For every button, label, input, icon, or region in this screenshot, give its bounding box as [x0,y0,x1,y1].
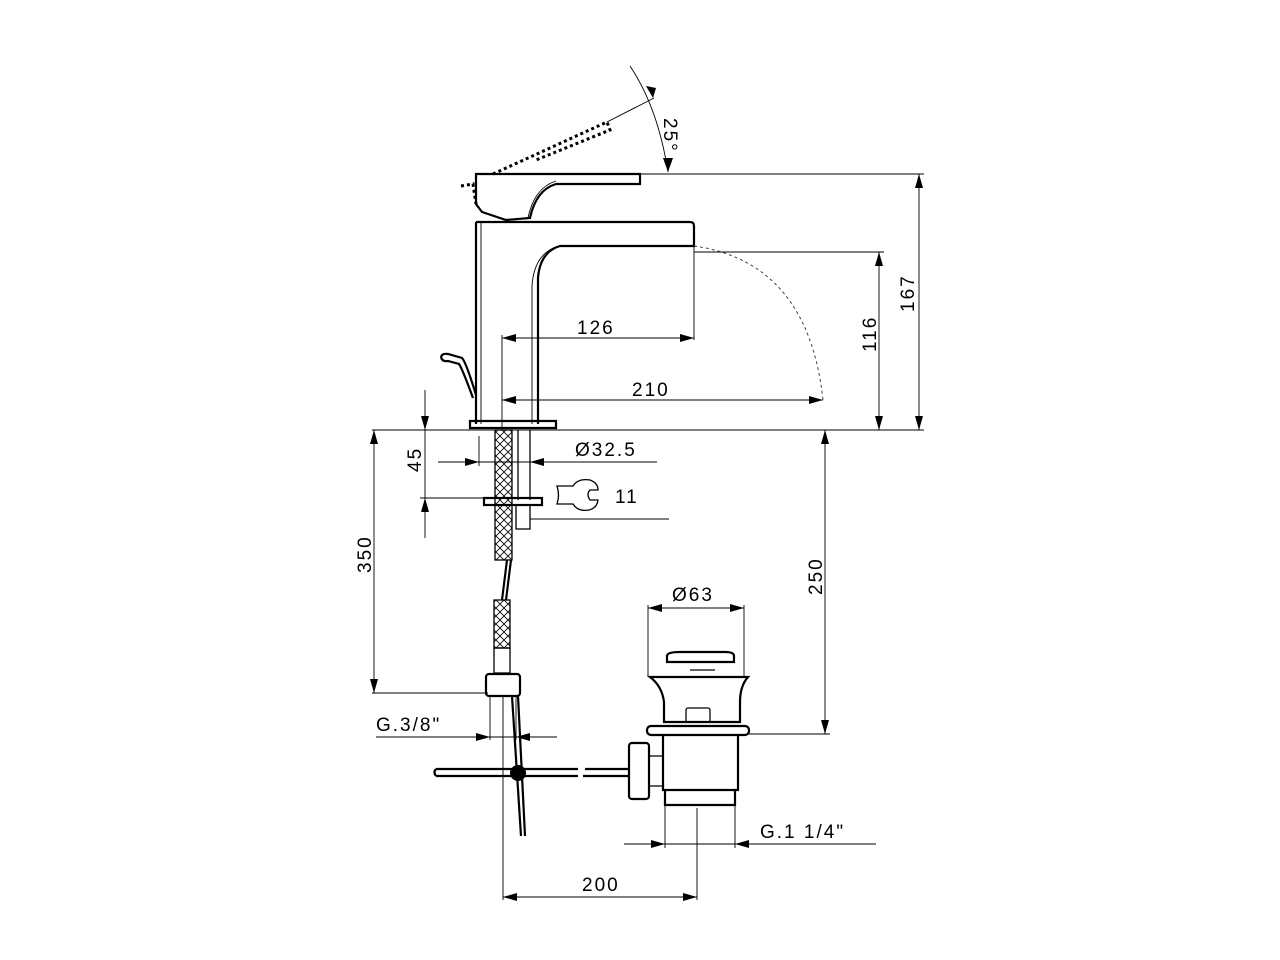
label-water-jet-reach: 210 [632,380,670,401]
pop-up-waste [627,650,751,807]
wrench-size-callout: 11 [530,478,669,520]
faucet-lever-raised [460,119,612,205]
label-rod-distance: 200 [582,875,620,896]
faucet-lever [474,172,642,222]
dimension-waste-thread: G.1 1/4" [624,805,876,848]
dimension-hose-thread: G.3/8" [376,696,557,741]
dimension-max-deck-thickness: 45 [405,390,484,538]
dimension-lever-angle: 25° [606,65,680,173]
label-hose-thread: G.3/8" [376,715,441,736]
dimension-spout-height: 116 [694,251,884,430]
pop-up-rod [433,765,628,781]
label-waste-diameter: Ø63 [672,585,714,606]
label-waste-height: 250 [806,557,827,595]
label-waste-thread: G.1 1/4" [760,822,845,843]
label-hose-length: 350 [355,535,376,573]
label-base-diameter: Ø32.5 [575,440,637,461]
aerator-handle [439,352,478,399]
label-spout-height: 116 [860,316,881,352]
label-wrench-size: 11 [615,487,639,508]
flexible-hose [484,559,527,837]
wrench-icon [556,478,599,512]
dimension-hose-length: 350 [355,430,488,694]
label-spout-reach: 126 [577,318,615,339]
dimension-base-diameter: Ø32.5 [438,436,657,466]
label-overall-height: 167 [898,274,919,312]
water-jet-arc [693,245,824,401]
dimension-overall-height: 167 [640,173,924,430]
dimension-rod-distance: 200 [502,696,698,901]
dimension-spout-reach: 126 [501,246,695,430]
dimension-water-jet-reach: 210 [502,380,823,404]
dimension-waste-height: 250 [749,430,830,735]
label-lever-angle: 25° [659,118,680,153]
dimension-waste-diameter: Ø63 [647,585,745,676]
mounting-shank [482,429,544,561]
label-max-deck-thickness: 45 [405,447,426,472]
